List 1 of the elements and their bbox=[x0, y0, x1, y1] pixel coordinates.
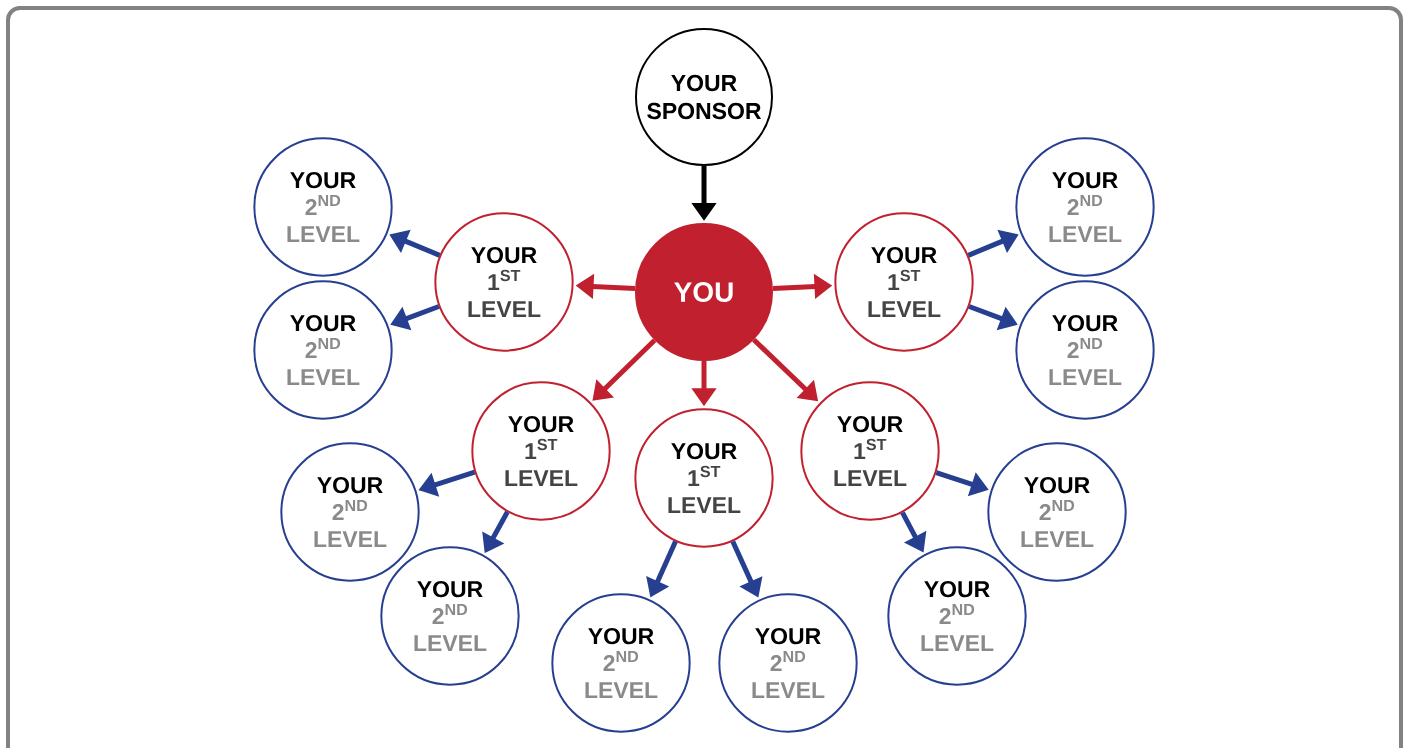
arrow bbox=[592, 338, 657, 401]
